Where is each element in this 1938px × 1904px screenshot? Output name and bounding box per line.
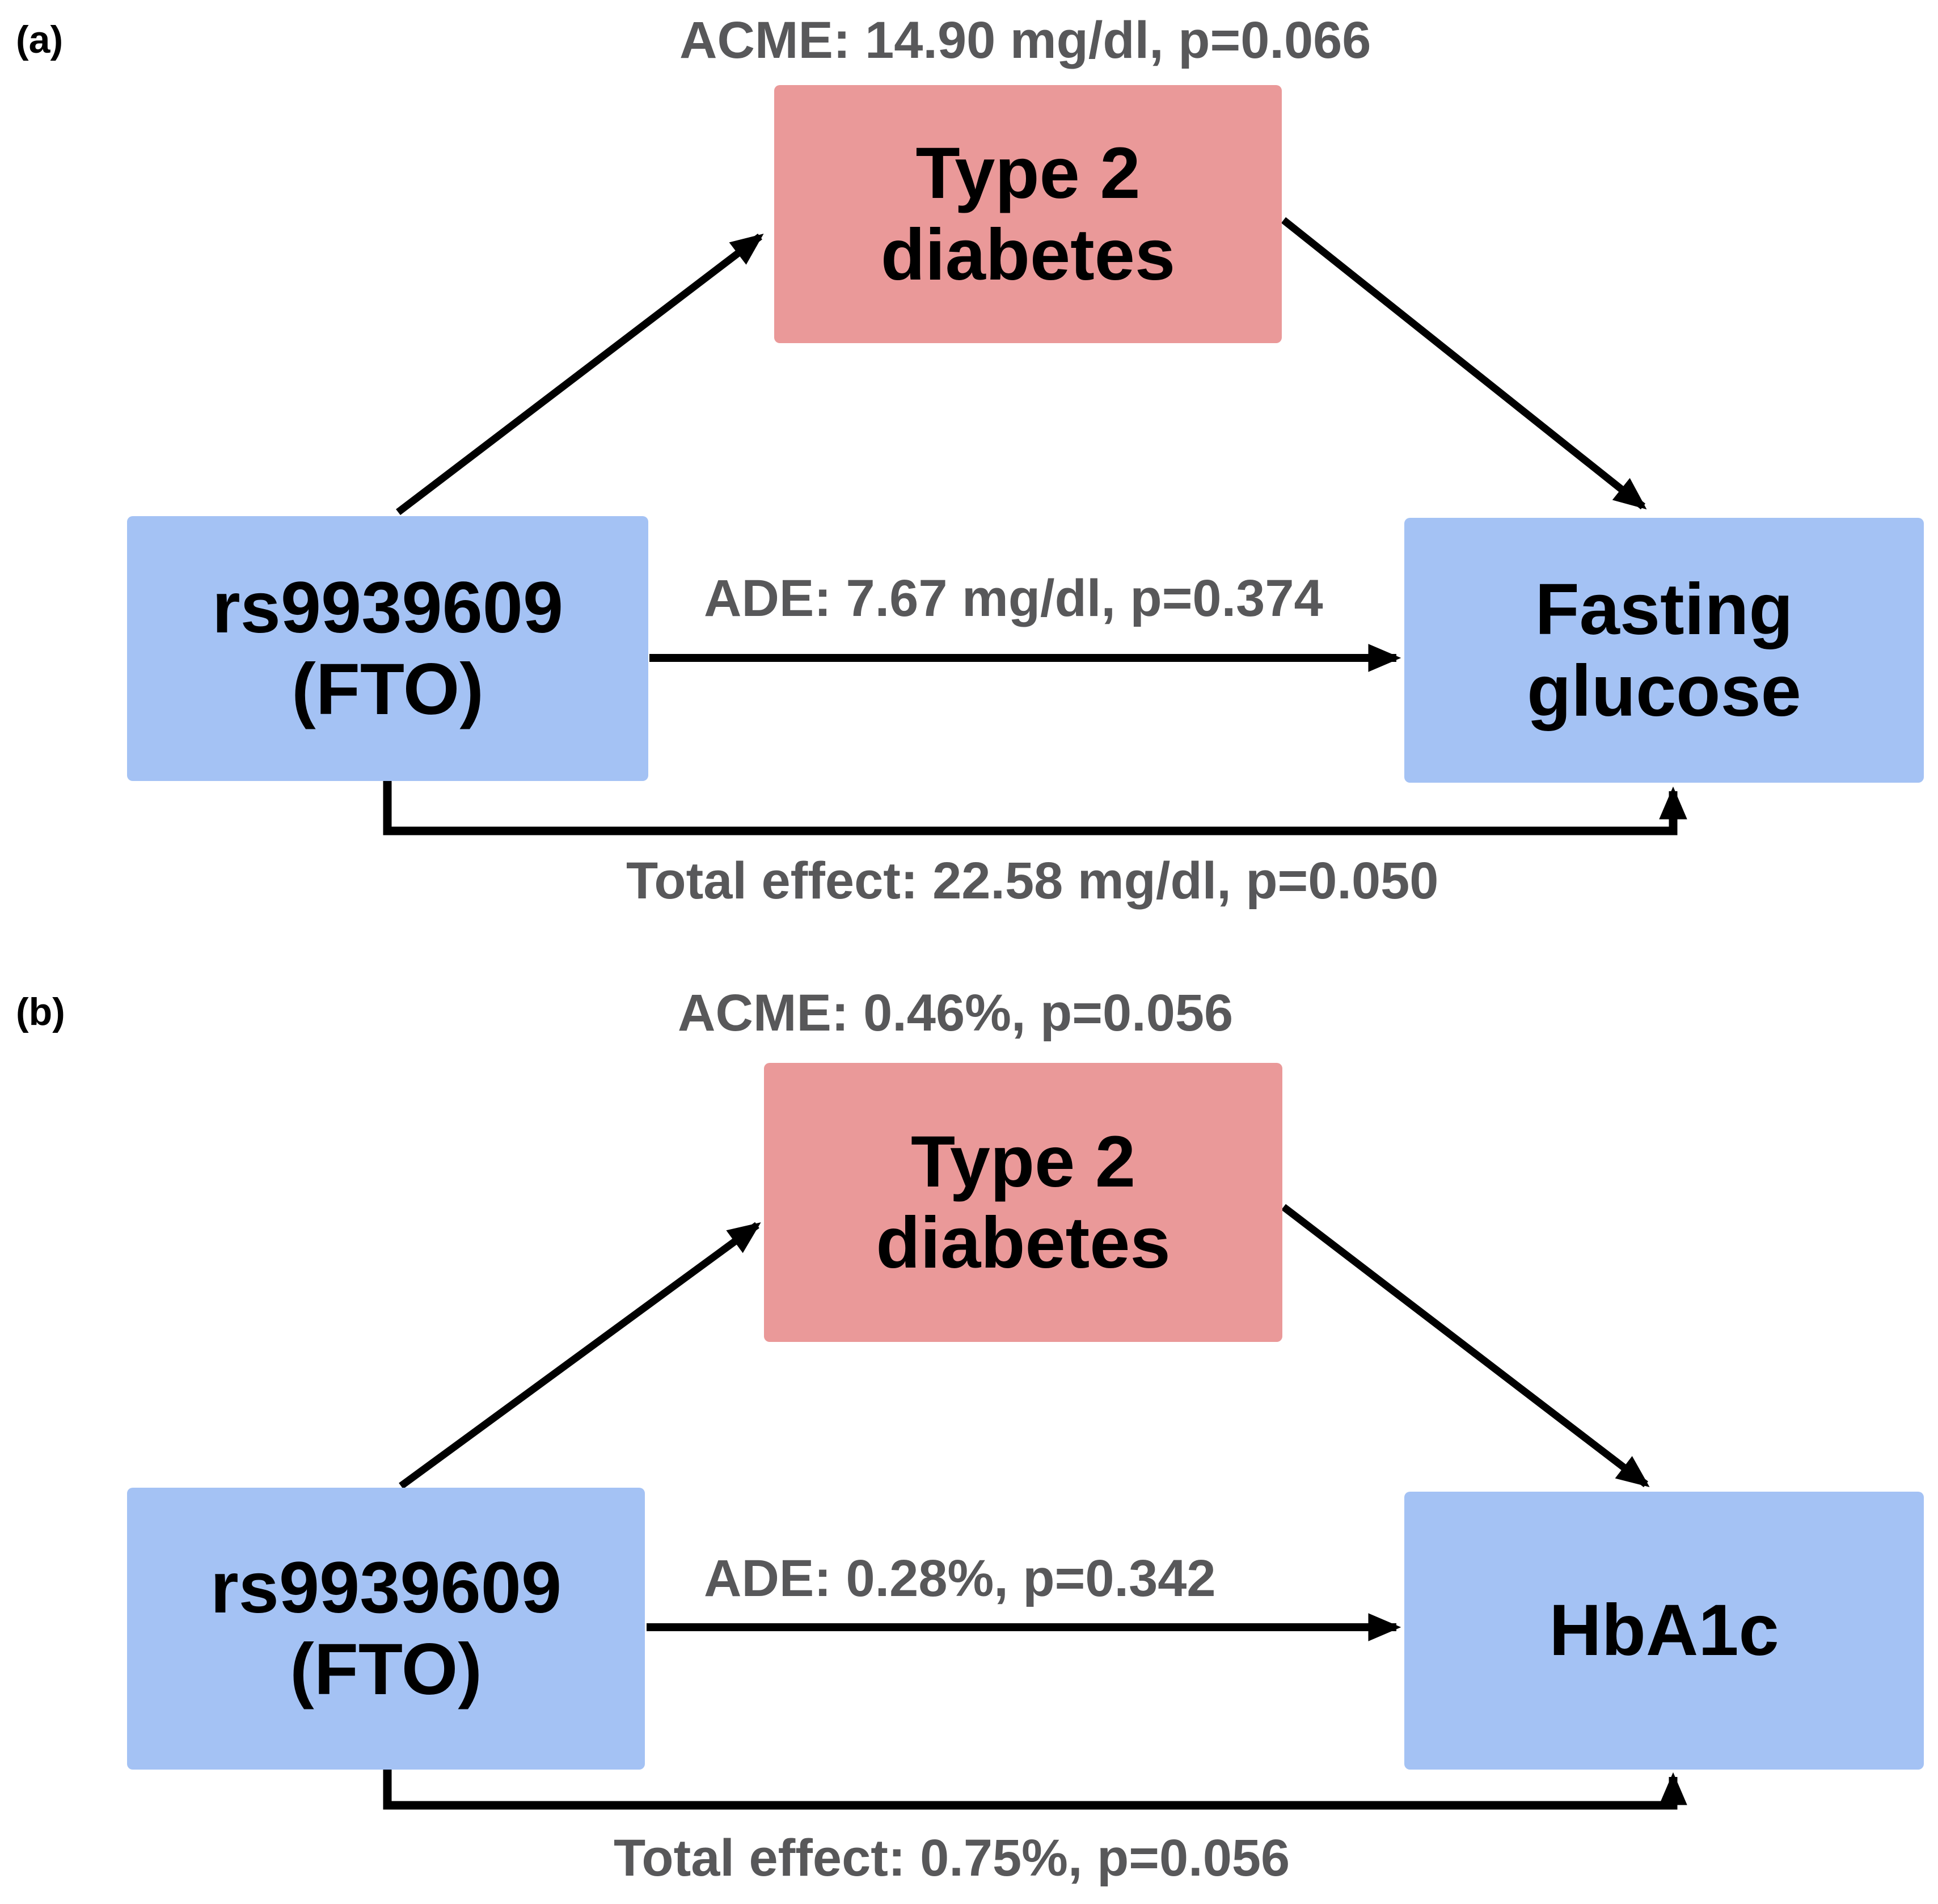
arrow-exposure-to-mediator-a [396,233,764,516]
exposure-box-b: rs9939609 (FTO) [127,1488,645,1770]
exposure-box-b-line2: (FTO) [290,1628,482,1710]
outcome-box-b-line1: HbA1c [1549,1590,1779,1671]
ade-annotation-b: ADE: 0.28%, p=0.342 [704,1550,1216,1607]
acme-annotation-b: ACME: 0.46%, p=0.056 [678,984,1234,1042]
exposure-box-a-line2: (FTO) [292,648,484,730]
panel-a-label: (a) [16,18,64,61]
total-effect-annotation-b: Total effect: 0.75%, p=0.056 [614,1829,1290,1887]
total-effect-annotation-a: Total effect: 22.58 mg/dl, p=0.050 [626,852,1439,910]
mediator-box-a-line2: diabetes [880,214,1176,295]
panel-b-label: (b) [16,990,65,1033]
arrow-mediator-to-outcome-b [1281,1204,1650,1488]
exposure-box-b-line1: rs9939609 [210,1547,562,1629]
mediator-box-a: Type 2 diabetes [774,85,1282,343]
exposure-box-a: rs9939609 (FTO) [127,516,648,781]
mediator-box-b: Type 2 diabetes [764,1063,1282,1342]
arrow-mediator-to-outcome-a [1281,217,1647,510]
arrow-exposure-to-mediator-b [399,1222,761,1489]
mediator-box-a-line1: Type 2 [915,133,1141,214]
outcome-box-a: Fasting glucose [1404,518,1924,783]
outcome-box-a-line2: glucose [1527,650,1801,732]
arrow-total-effect-a [383,781,1687,835]
exposure-box-a-line1: rs9939609 [212,567,564,649]
arrow-total-effect-b [383,1770,1687,1810]
outcome-box-b: HbA1c [1404,1492,1924,1770]
mediator-box-b-line2: diabetes [876,1202,1171,1284]
acme-annotation-a: ACME: 14.90 mg/dl, p=0.066 [679,11,1371,69]
mediator-box-b-line1: Type 2 [911,1121,1135,1202]
ade-annotation-a: ADE: 7.67 mg/dl, p=0.374 [704,569,1323,627]
outcome-box-a-line1: Fasting [1535,569,1793,651]
